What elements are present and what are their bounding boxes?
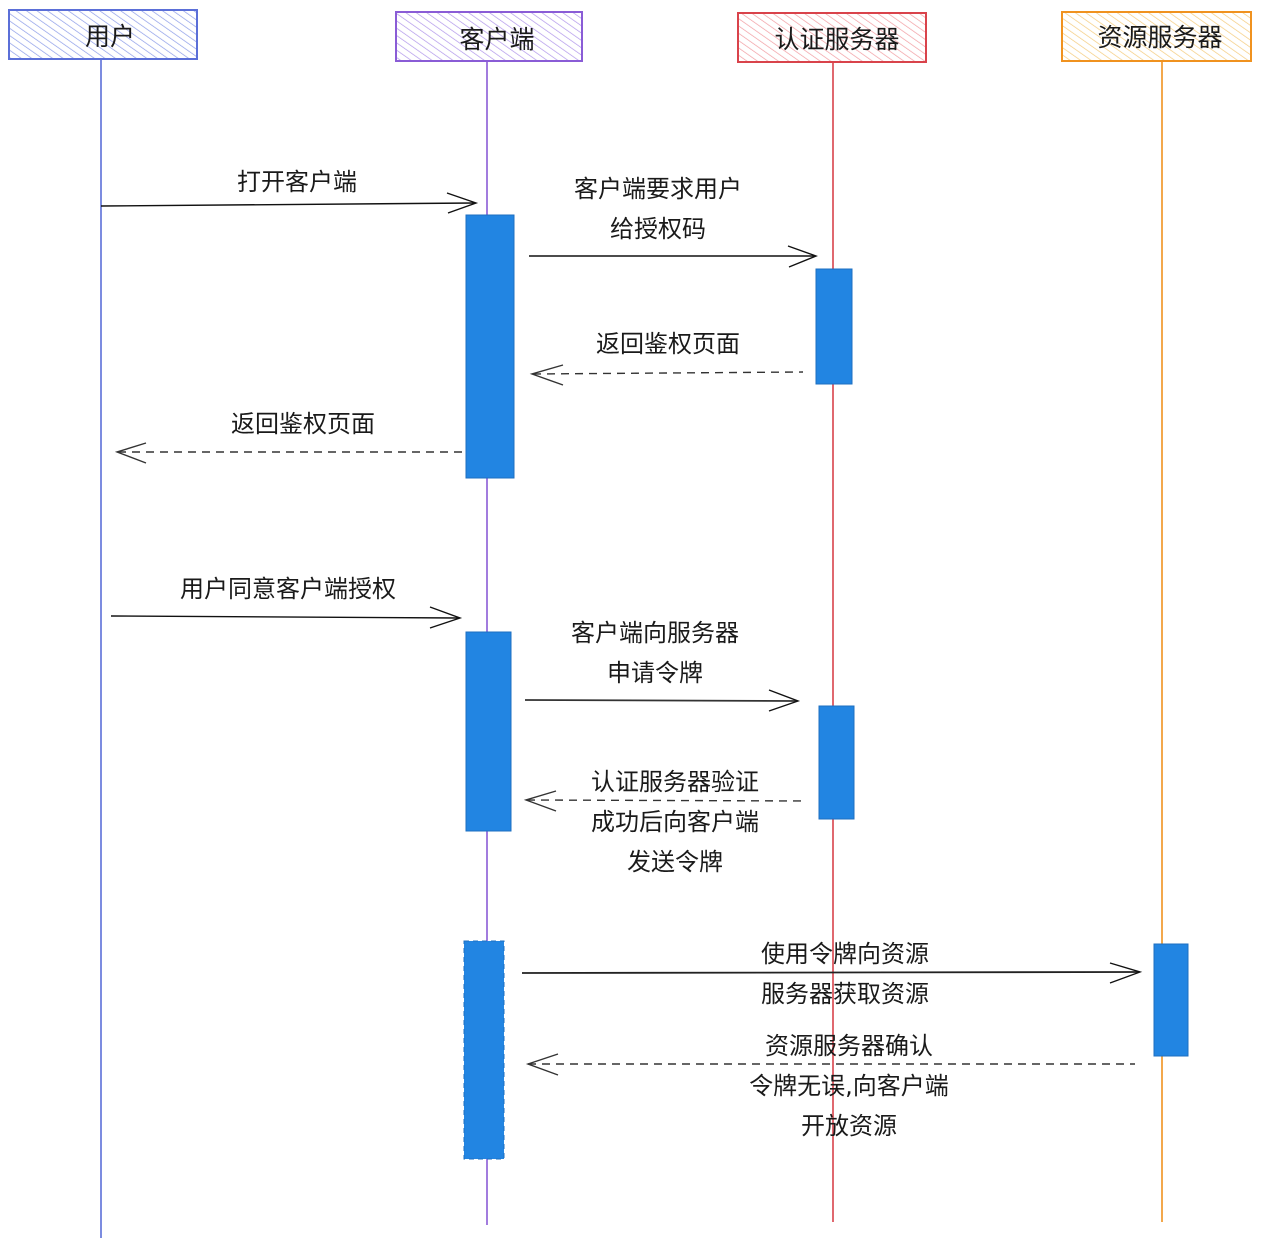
message-8: 使用令牌向资源 服务器获取资源 [521,940,1143,1008]
actor-user-label: 用户 [85,22,135,51]
message-9-label-line3: 开放资源 [801,1112,897,1140]
message-7: 认证服务器验证 成功后向客户端 发送令牌 [523,768,807,876]
activation-auth-1 [815,268,853,385]
message-6-label-line2: 申请令牌 [607,659,703,687]
message-8-label-line2: 服务器获取资源 [761,980,929,1008]
activation-resource-1 [1153,943,1189,1057]
actor-auth[interactable]: 认证服务器 [737,12,927,63]
message-7-label-line2: 成功后向客户端 [591,808,759,836]
actor-auth-label: 认证服务器 [774,25,899,54]
message-4: 返回鉴权页面 [114,410,462,464]
actor-user[interactable]: 用户 [8,9,198,60]
message-2-label-line1: 客户端要求用户 [574,175,742,203]
activation-auth-2 [818,705,855,820]
message-5: 用户同意客户端授权 [110,575,463,629]
activation-client-2 [465,631,512,832]
activation-client-3 [463,940,505,1160]
message-6: 客户端向服务器 申请令牌 [524,619,801,712]
message-6-label-line1: 客户端向服务器 [571,619,739,647]
actor-resource-label: 资源服务器 [1097,23,1222,52]
message-9-label-line2: 令牌无误,向客户端 [749,1072,949,1100]
message-3-label: 返回鉴权页面 [596,330,740,358]
actor-resource[interactable]: 资源服务器 [1061,11,1252,62]
actor-client[interactable]: 客户端 [395,11,583,62]
message-1-label: 打开客户端 [237,168,357,196]
actor-client-label: 客户端 [459,25,534,54]
message-9: 资源服务器确认 令牌无误,向客户端 开放资源 [525,1032,1135,1140]
message-7-label-line3: 发送令牌 [627,848,723,876]
message-7-label-line1: 认证服务器验证 [591,768,759,796]
message-8-label-line1: 使用令牌向资源 [761,940,929,968]
message-1: 打开客户端 [100,168,479,214]
activation-client-1 [465,214,515,479]
message-2: 客户端要求用户 给授权码 [529,175,818,268]
message-3: 返回鉴权页面 [529,330,804,386]
message-2-label-line2: 给授权码 [610,215,706,243]
message-5-label: 用户同意客户端授权 [180,575,396,603]
message-4-label: 返回鉴权页面 [231,410,375,438]
message-9-label-line1: 资源服务器确认 [765,1032,933,1060]
